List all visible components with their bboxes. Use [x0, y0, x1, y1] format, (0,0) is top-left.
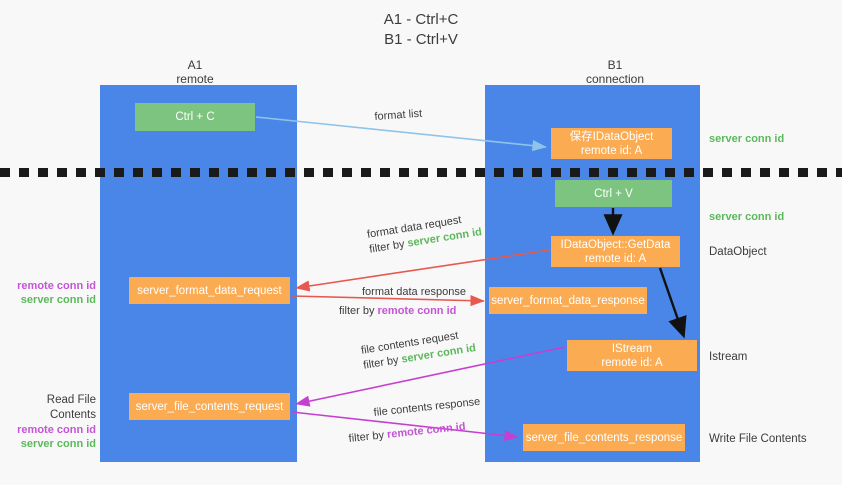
- column-header-b1: B1 connection: [535, 58, 695, 86]
- column-b1-sub: connection: [585, 72, 645, 86]
- left-label-group-format: remote conn id server conn id: [10, 279, 96, 307]
- box-server-format-data-request-label: server_format_data_request: [137, 284, 282, 297]
- box-save-idataobject-line1: 保存IDataObject: [569, 130, 654, 143]
- label-file-contents-request: file contents request filter by server c…: [360, 326, 477, 373]
- left-label-read-file-contents: Read File Contents: [46, 394, 96, 421]
- box-idataobject-getdata[interactable]: IDataObject::GetData remote id: A: [551, 236, 680, 267]
- label-format-data-response-text: format data response: [362, 286, 466, 298]
- right-label-write-file-contents: Write File Contents: [709, 433, 807, 445]
- label-format-data-response: format data response: [362, 285, 466, 300]
- label-file-contents-response-filter: filter by remote conn id: [348, 420, 466, 447]
- title-line-1: A1 - Ctrl+C: [383, 11, 459, 28]
- box-ctrl-v-label: Ctrl + V: [594, 187, 633, 200]
- label-file-contents-response-text: file contents response: [373, 395, 481, 419]
- box-server-format-data-response-label: server_format_data_response: [491, 294, 645, 307]
- box-server-format-data-request[interactable]: server_format_data_request: [129, 277, 290, 304]
- box-ctrl-c-label: Ctrl + C: [175, 111, 215, 123]
- right-label-dataobject: DataObject: [709, 246, 767, 258]
- filter-remote-conn-id-2: remote conn id: [386, 420, 467, 441]
- box-server-format-data-response[interactable]: server_format_data_response: [489, 287, 647, 314]
- box-getdata-line2: remote id: A: [584, 252, 647, 265]
- box-istream-line1: IStream: [611, 342, 653, 355]
- label-format-list: format list: [374, 107, 423, 125]
- left-label-remote-conn-id-1: remote conn id: [17, 280, 96, 292]
- left-label-server-conn-id-2: server conn id: [20, 438, 96, 450]
- box-save-idataobject[interactable]: 保存IDataObject remote id: A: [551, 128, 672, 159]
- filter-remote-conn-id-1: remote conn id: [377, 305, 457, 317]
- right-label-istream: Istream: [709, 351, 748, 363]
- box-server-file-contents-request[interactable]: server_file_contents_request: [129, 393, 290, 420]
- box-save-idataobject-line2: remote id: A: [580, 144, 643, 157]
- box-server-file-contents-response-label: server_file_contents_response: [525, 431, 683, 444]
- column-header-a1: A1 remote: [130, 58, 260, 86]
- right-label-server-conn-id-mid: server conn id: [709, 211, 785, 223]
- dashed-divider-line: [0, 168, 842, 177]
- left-label-group-file: Read File Contents remote conn id server…: [10, 393, 96, 451]
- box-getdata-line1: IDataObject::GetData: [560, 238, 671, 251]
- filter-by-text-4: filter by: [348, 428, 388, 445]
- right-label-server-conn-id-top: server conn id: [709, 133, 785, 145]
- label-format-data-response-filter: filter by remote conn id: [339, 304, 456, 319]
- label-format-list-text: format list: [374, 107, 423, 123]
- box-istream-line2: remote id: A: [601, 356, 663, 369]
- box-istream[interactable]: IStream remote id: A: [567, 340, 697, 371]
- label-format-data-request: format data request filter by server con…: [366, 210, 483, 257]
- box-ctrl-c[interactable]: Ctrl + C: [135, 103, 255, 131]
- box-ctrl-v[interactable]: Ctrl + V: [555, 180, 672, 207]
- column-a1-name: A1: [187, 58, 203, 72]
- left-label-remote-conn-id-2: remote conn id: [17, 424, 96, 436]
- column-a1-sub: remote: [176, 72, 214, 86]
- page-title: A1 - Ctrl+C B1 - Ctrl+V: [0, 10, 842, 50]
- title-line-2: B1 - Ctrl+V: [384, 31, 458, 48]
- left-label-server-conn-id-1: server conn id: [20, 294, 96, 306]
- box-server-file-contents-request-label: server_file_contents_request: [135, 400, 284, 413]
- label-file-contents-response: file contents response: [373, 395, 481, 421]
- column-b1-name: B1: [607, 58, 623, 72]
- box-server-file-contents-response[interactable]: server_file_contents_response: [523, 424, 685, 451]
- filter-by-text-2: filter by: [339, 305, 378, 317]
